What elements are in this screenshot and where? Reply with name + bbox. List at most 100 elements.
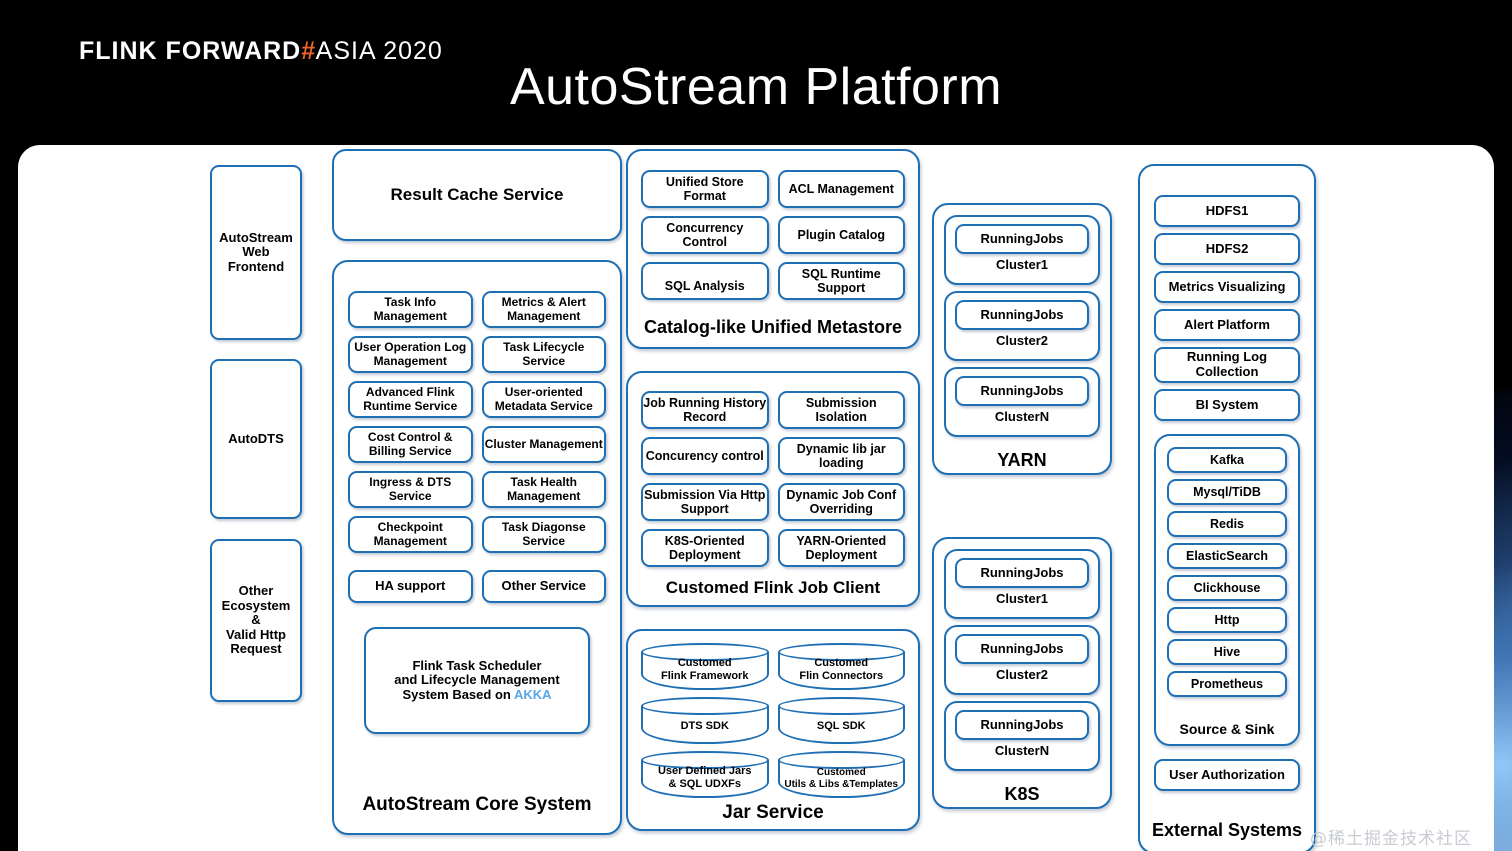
- cylinder-dts-sdk[interactable]: DTS SDK: [641, 697, 769, 744]
- box-yarn-cluster1-runningjobs[interactable]: RunningJobs: [955, 224, 1089, 254]
- box-running-log-collection[interactable]: Running Log Collection: [1154, 347, 1300, 383]
- box-cost-control-billing-service[interactable]: Cost Control & Billing Service: [348, 426, 473, 463]
- group-jar-service: Customed Flink Framework Customed Flin C…: [626, 629, 920, 831]
- box-yarn-oriented-deployment[interactable]: YARN-Oriented Deployment: [777, 529, 905, 567]
- box-yarn-cluster2[interactable]: RunningJobs Cluster2: [944, 291, 1100, 361]
- box-dynamic-job-conf-overriding[interactable]: Dynamic Job Conf Overriding: [777, 483, 905, 521]
- box-k8s-cluster1-runningjobs[interactable]: RunningJobs: [955, 558, 1089, 588]
- group-yarn: RunningJobs Cluster1 RunningJobs Cluster…: [932, 203, 1112, 475]
- label-unified-store-format: Unified Store Format: [665, 175, 744, 203]
- label-cluster-management: Cluster Management: [484, 436, 603, 451]
- box-redis[interactable]: Redis: [1167, 511, 1287, 537]
- box-k8s-clusterN-runningjobs[interactable]: RunningJobs: [955, 710, 1089, 740]
- box-clickhouse[interactable]: Clickhouse: [1167, 575, 1287, 601]
- k8s-cluster-list: RunningJobs Cluster1 RunningJobs Cluster…: [944, 549, 1100, 771]
- box-k8s-cluster2[interactable]: RunningJobs Cluster2: [944, 625, 1100, 695]
- cylinder-sql-sdk[interactable]: SQL SDK: [777, 697, 905, 744]
- label-mysql-tidb: Mysql/TiDB: [1193, 485, 1261, 499]
- core-service-grid: Task Info Management Metrics & Alert Man…: [348, 291, 606, 603]
- label-yarn-cluster1-runningjobs: RunningJobs: [980, 230, 1064, 246]
- box-k8s-clusterN[interactable]: RunningJobs ClusterN: [944, 701, 1100, 771]
- box-result-cache-service[interactable]: Result Cache Service: [332, 149, 622, 241]
- box-flink-task-scheduler[interactable]: Flink Task Scheduler and Lifecycle Manag…: [364, 627, 590, 734]
- box-hdfs1[interactable]: HDFS1: [1154, 195, 1300, 227]
- scheduler-line-1: Flink Task Scheduler: [412, 657, 542, 673]
- cylinder-customed-utils-libs-templates[interactable]: Customed Utils & Libs &Templates: [777, 751, 905, 798]
- label-ingress-dts-service: Ingress & DTS Service: [369, 475, 452, 503]
- box-task-health-management[interactable]: Task Health Management: [481, 471, 606, 508]
- box-cluster-management[interactable]: Cluster Management: [481, 426, 606, 463]
- box-user-authorization[interactable]: User Authorization: [1154, 759, 1300, 791]
- box-mysql-tidb[interactable]: Mysql/TiDB: [1167, 479, 1287, 505]
- box-unified-store-format[interactable]: Unified Store Format: [641, 170, 769, 208]
- caption-k8s: K8S: [1004, 783, 1040, 804]
- box-http[interactable]: Http: [1167, 607, 1287, 633]
- box-k8s-cluster2-runningjobs[interactable]: RunningJobs: [955, 634, 1089, 664]
- table-row: K8S-Oriented Deployment YARN-Oriented De…: [641, 529, 905, 567]
- group-k8s: RunningJobs Cluster1 RunningJobs Cluster…: [932, 537, 1112, 809]
- caption-customed-flink-job-client: Customed Flink Job Client: [665, 577, 881, 597]
- caption-external-systems: External Systems: [1151, 819, 1303, 840]
- box-concurency-control[interactable]: Concurency control: [641, 437, 769, 475]
- label-yarn-clusterN-runningjobs: RunningJobs: [980, 382, 1064, 398]
- box-prometheus[interactable]: Prometheus: [1167, 671, 1287, 697]
- label-k8s-cluster2-name: Cluster2: [995, 667, 1049, 682]
- box-bi-system[interactable]: BI System: [1154, 389, 1300, 421]
- box-k8s-cluster1[interactable]: RunningJobs Cluster1: [944, 549, 1100, 619]
- box-job-running-history-record[interactable]: Job Running History Record: [641, 391, 769, 429]
- metastore-grid: Unified Store Format ACL Management Conc…: [641, 170, 905, 300]
- box-acl-management[interactable]: ACL Management: [777, 170, 905, 208]
- box-ha-support[interactable]: HA support: [348, 570, 473, 603]
- cylinder-customed-flink-framework[interactable]: Customed Flink Framework: [641, 643, 769, 690]
- label-user-operation-log-management: User Operation Log Management: [354, 340, 467, 368]
- label-k8s-clusterN-name: ClusterN: [994, 743, 1050, 758]
- label-alert-platform: Alert Platform: [1184, 316, 1270, 332]
- label-checkpoint-management: Checkpoint Management: [373, 520, 447, 548]
- box-autodts[interactable]: AutoDTS: [210, 359, 302, 519]
- caption-autostream-core-system: AutoStream Core System: [362, 793, 592, 815]
- box-submission-via-http-support[interactable]: Submission Via Http Support: [641, 483, 769, 521]
- label-result-cache-service: Result Cache Service: [390, 185, 564, 205]
- box-k8s-oriented-deployment[interactable]: K8S-Oriented Deployment: [641, 529, 769, 567]
- box-advanced-flink-runtime-service[interactable]: Advanced Flink Runtime Service: [348, 381, 473, 418]
- box-metrics-visualizing[interactable]: Metrics Visualizing: [1154, 271, 1300, 303]
- table-row: Checkpoint Management Task Diagonse Serv…: [348, 516, 606, 553]
- box-dynamic-lib-jar-loading[interactable]: Dynamic lib jar loading: [777, 437, 905, 475]
- box-yarn-clusterN-runningjobs[interactable]: RunningJobs: [955, 376, 1089, 406]
- box-metrics-alert-management[interactable]: Metrics & Alert Management: [481, 291, 606, 328]
- label-flink-task-scheduler: Flink Task Scheduler and Lifecycle Manag…: [394, 657, 560, 703]
- box-concurrency-control[interactable]: Concurrency Control: [641, 216, 769, 254]
- box-yarn-cluster2-runningjobs[interactable]: RunningJobs: [955, 300, 1089, 330]
- box-hdfs2[interactable]: HDFS2: [1154, 233, 1300, 265]
- caption-source-and-sink: Source & Sink: [1179, 721, 1275, 738]
- box-task-info-management[interactable]: Task Info Management: [348, 291, 473, 328]
- label-redis: Redis: [1209, 517, 1245, 531]
- box-sql-analysis[interactable]: SQL Analysis: [641, 262, 769, 300]
- cylinder-customed-flin-connectors[interactable]: Customed Flin Connectors: [777, 643, 905, 690]
- box-task-diagonse-service[interactable]: Task Diagonse Service: [481, 516, 606, 553]
- label-hdfs2: HDFS2: [1205, 240, 1249, 256]
- cylinder-top-ellipse: [777, 751, 905, 769]
- scheduler-line-2: and Lifecycle Management: [394, 672, 560, 688]
- box-checkpoint-management[interactable]: Checkpoint Management: [348, 516, 473, 553]
- table-row: Concurency control Dynamic lib jar loadi…: [641, 437, 905, 475]
- label-kafka: Kafka: [1209, 453, 1245, 467]
- box-yarn-clusterN[interactable]: RunningJobs ClusterN: [944, 367, 1100, 437]
- box-user-operation-log-management[interactable]: User Operation Log Management: [348, 336, 473, 373]
- box-kafka[interactable]: Kafka: [1167, 447, 1287, 473]
- box-submission-isolation[interactable]: Submission Isolation: [777, 391, 905, 429]
- label-dynamic-job-conf-overriding: Dynamic Job Conf Overriding: [786, 488, 897, 516]
- box-yarn-cluster1[interactable]: RunningJobs Cluster1: [944, 215, 1100, 285]
- box-other-service[interactable]: Other Service: [481, 570, 606, 603]
- box-hive[interactable]: Hive: [1167, 639, 1287, 665]
- box-elasticsearch[interactable]: ElasticSearch: [1167, 543, 1287, 569]
- box-ingress-dts-service[interactable]: Ingress & DTS Service: [348, 471, 473, 508]
- box-other-ecosystem[interactable]: Other Ecosystem & Valid Http Request: [210, 539, 302, 702]
- box-alert-platform[interactable]: Alert Platform: [1154, 309, 1300, 341]
- box-user-oriented-metadata-service[interactable]: User-oriented Metadata Service: [481, 381, 606, 418]
- box-autostream-web-frontend[interactable]: AutoStream Web Frontend: [210, 165, 302, 340]
- box-task-lifecycle-service[interactable]: Task Lifecycle Service: [481, 336, 606, 373]
- cylinder-user-defined-jars[interactable]: User Defined Jars & SQL UDXFs: [641, 751, 769, 798]
- box-plugin-catalog[interactable]: Plugin Catalog: [777, 216, 905, 254]
- box-sql-runtime-support[interactable]: SQL Runtime Support: [777, 262, 905, 300]
